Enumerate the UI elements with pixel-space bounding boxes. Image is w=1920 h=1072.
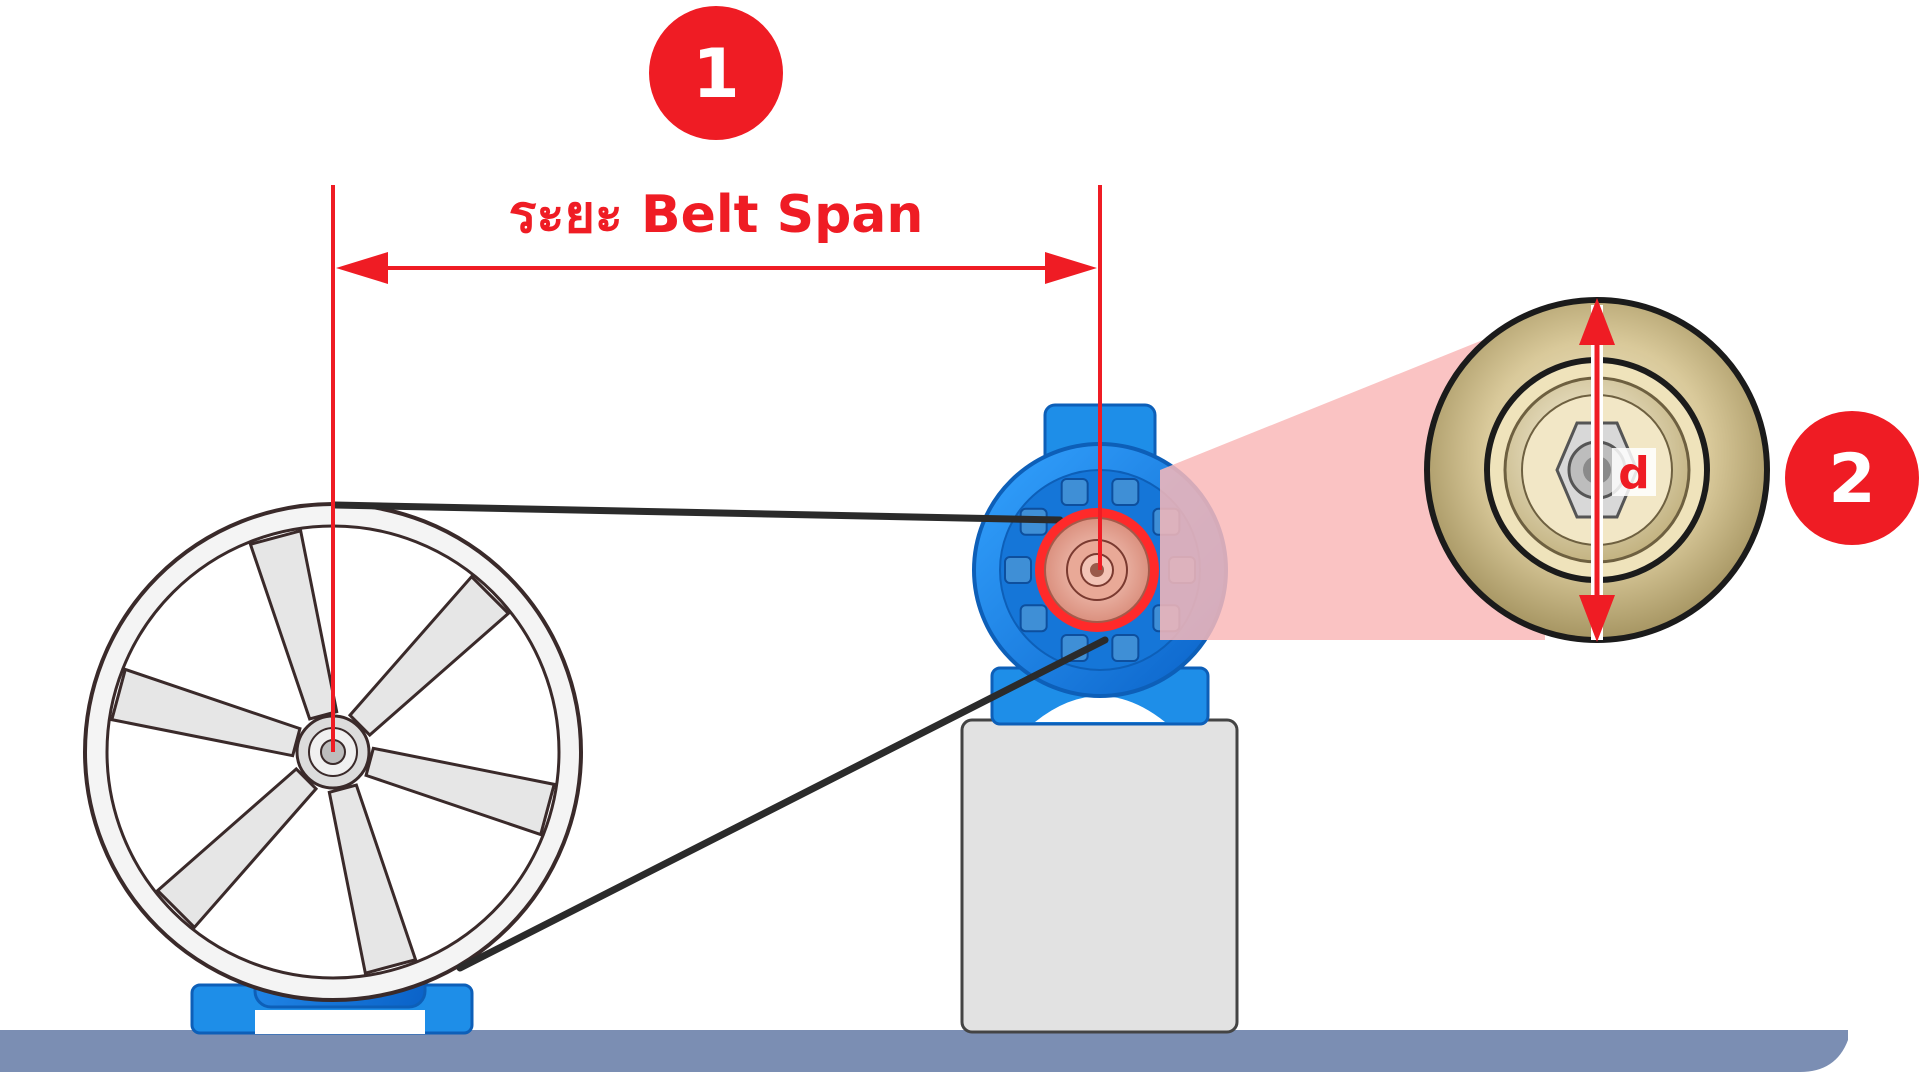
drive-belt [331,501,1109,972]
flywheel-spoke [109,667,302,758]
motor-pedestal [960,718,1239,1034]
flywheel-spoke [155,766,319,930]
diameter-label: d [1618,448,1650,499]
callout-badge-2-number: 2 [1828,440,1875,519]
flywheel-spoke [327,783,418,976]
motor-pulley [1035,508,1159,632]
flywheel-spoke [248,528,339,721]
motor-fin [1111,633,1140,662]
flywheel-spoke [364,746,557,837]
callout-badge-1: 1 [649,6,783,140]
motor-fin [1004,556,1032,584]
belt-span-label: ระยะ Belt Span [509,185,924,245]
diameter-arrow [1579,298,1615,642]
floor [0,1030,1848,1072]
callout-badge-2: 2 [1785,411,1919,545]
belt-span-dimension [331,185,1102,752]
motor-fin [1019,604,1048,633]
flywheel-pulley [83,502,583,1002]
motor-fin [1111,478,1140,507]
motor-fin [1060,478,1089,507]
flywheel-spoke [347,574,511,738]
callout-badge-1-number: 1 [692,35,739,114]
